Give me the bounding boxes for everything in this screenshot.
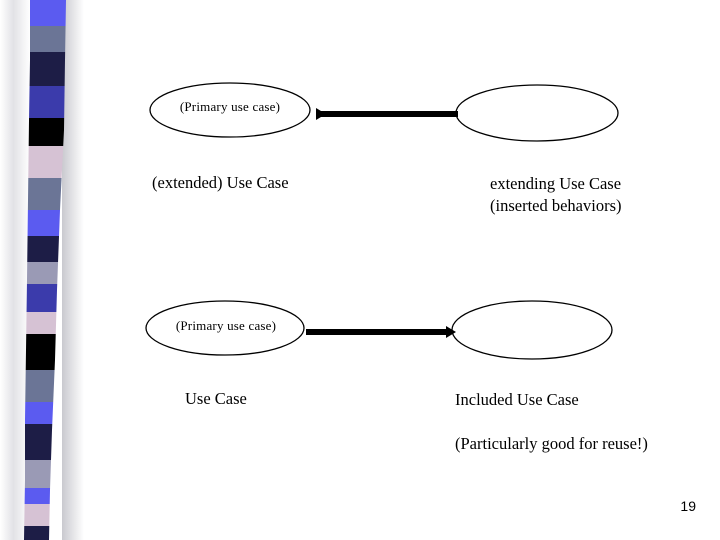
ellipse-top-left-label: (Primary use case) — [179, 99, 281, 114]
ellipse-bottom-right — [451, 300, 613, 360]
ellipse-bottom-left — [145, 300, 305, 356]
caption-good-for-reuse: (Particularly good for reuse!) — [455, 434, 648, 453]
caption-use-case: Use Case — [185, 389, 247, 408]
page-number: 19 — [680, 498, 696, 514]
caption-extended-use-case: (extended) Use Case — [152, 173, 289, 192]
band-stripes — [24, 0, 66, 540]
ellipse-bottom-left-label: (Primary use case) — [175, 318, 277, 333]
decorative-striped-band — [0, 0, 96, 540]
ellipse-top-left — [149, 82, 311, 138]
ellipse-top-right — [455, 84, 619, 142]
caption-extending-use-case: extending Use Case — [490, 174, 622, 193]
caption-included-use-case: Included Use Case — [455, 390, 579, 409]
caption-inserted-behaviors: (inserted behaviors) — [490, 196, 622, 215]
